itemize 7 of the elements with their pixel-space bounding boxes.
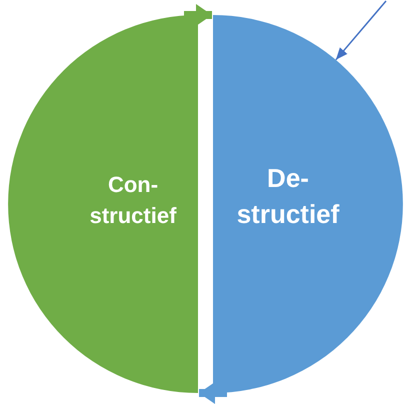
- arrow: [184, 4, 212, 26]
- arrow: [335, 0, 387, 60]
- segment-label: De- structief: [236, 162, 340, 232]
- arrow: [199, 382, 227, 404]
- half-circle-segment: [8, 15, 198, 393]
- half-circle-segment: [213, 15, 403, 393]
- segment-label: Con- structief: [88, 171, 178, 230]
